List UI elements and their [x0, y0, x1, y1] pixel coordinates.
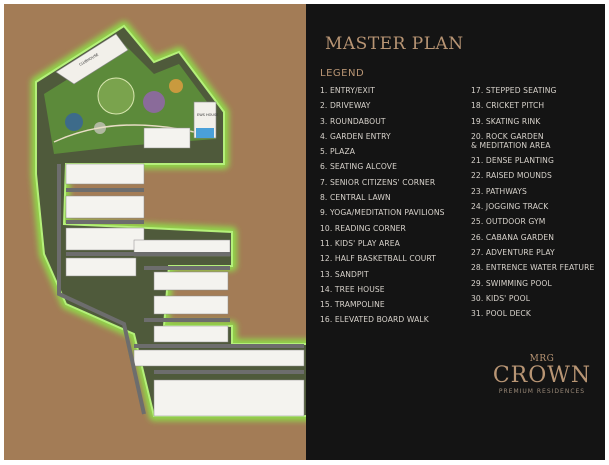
legend-item: 2. DRIVEWAY — [320, 101, 371, 111]
page-title: MASTER PLAN — [325, 34, 464, 54]
legend-item: 31. POOL DECK — [471, 309, 531, 319]
legend-item: 23. PATHWAYS — [471, 186, 527, 196]
legend-item: 26. CABANA GARDEN — [471, 232, 555, 242]
legend-item-line: 20. ROCK GARDEN — [471, 131, 544, 141]
legend-item: 27. ADVENTURE PLAY — [471, 247, 555, 257]
building-right-label: EWS HOUSE — [197, 113, 218, 117]
legend-item: 13. SANDPIT — [320, 269, 369, 279]
site-plan: CLUBHOUSE EWS HOUSE — [4, 4, 306, 460]
legend-item: 28. ENTRENCE WATER FEATURE — [471, 263, 595, 273]
legend-item: 25. OUTDOOR GYM — [471, 217, 546, 227]
legend-item: 12. HALF BASKETBALL COURT — [320, 254, 437, 264]
brand-logo: MRG CROWN PREMIUM RESIDENCES — [487, 354, 597, 395]
legend-item: 3. ROUNDABOUT — [320, 116, 386, 126]
legend-item: 8. CENTRAL LAWN — [320, 193, 391, 203]
legend-item: 1. ENTRY/EXIT — [320, 86, 375, 95]
legend-item: 11. KIDS' PLAY AREA — [320, 238, 400, 248]
legend-item-line: & MEDITATION AREA — [471, 140, 551, 150]
legend-panel: MASTER PLAN LEGEND 1. ENTRY/EXIT 2. DRIV… — [306, 4, 605, 460]
legend-item: 7. SENIOR CITIZENS' CORNER — [320, 177, 436, 187]
brand-line-3: PREMIUM RESIDENCES — [498, 388, 586, 395]
legend-column-left: 1. ENTRY/EXIT 2. DRIVEWAY 3. ROUNDABOUT … — [320, 86, 445, 331]
legend-item: 18. CRICKET PITCH — [471, 101, 545, 111]
legend-item: 30. KIDS' POOL — [471, 293, 531, 303]
building-left: CLUBHOUSE — [55, 33, 129, 85]
legend-item: 15. TRAMPOLINE — [320, 300, 385, 310]
brand-line-2: CROWN — [492, 363, 592, 388]
legend-item: 5. PLAZA — [320, 147, 356, 157]
legend-item: 6. SEATING ALCOVE — [320, 162, 398, 172]
site-plan-drawing: CLUBHOUSE EWS HOUSE — [31, 21, 306, 421]
legend-item: 4. GARDEN ENTRY — [320, 131, 391, 141]
legend-item: 22. RAISED MOUNDS — [471, 171, 552, 181]
legend-item: 24. JOGGING TRACK — [471, 202, 549, 212]
internal-road — [57, 164, 304, 415]
legend-item: 21. DENSE PLANTING — [471, 156, 554, 166]
residential-plots — [65, 127, 305, 417]
legend-item: 19. SKATING RINK — [471, 116, 541, 126]
legend-item: 20. ROCK GARDEN & MEDITATION AREA — [471, 132, 594, 152]
legend-item: 29. SWIMMING POOL — [471, 278, 552, 288]
legend-item: 10. READING CORNER — [320, 223, 406, 233]
legend-item: 14. TREE HOUSE — [320, 284, 385, 294]
legend-item: 9. YOGA/MEDITATION PAVILIONS — [320, 208, 445, 218]
legend-heading: LEGEND — [320, 68, 365, 79]
legend-column-right: 17. STEPPED SEATING 18. CRICKET PITCH 19… — [471, 86, 594, 324]
legend-item: 16. ELEVATED BOARD WALK — [320, 315, 429, 325]
brand-line-1: MRG — [529, 354, 555, 364]
legend-item: 17. STEPPED SEATING — [471, 86, 557, 95]
building-right: EWS HOUSE — [193, 101, 218, 139]
